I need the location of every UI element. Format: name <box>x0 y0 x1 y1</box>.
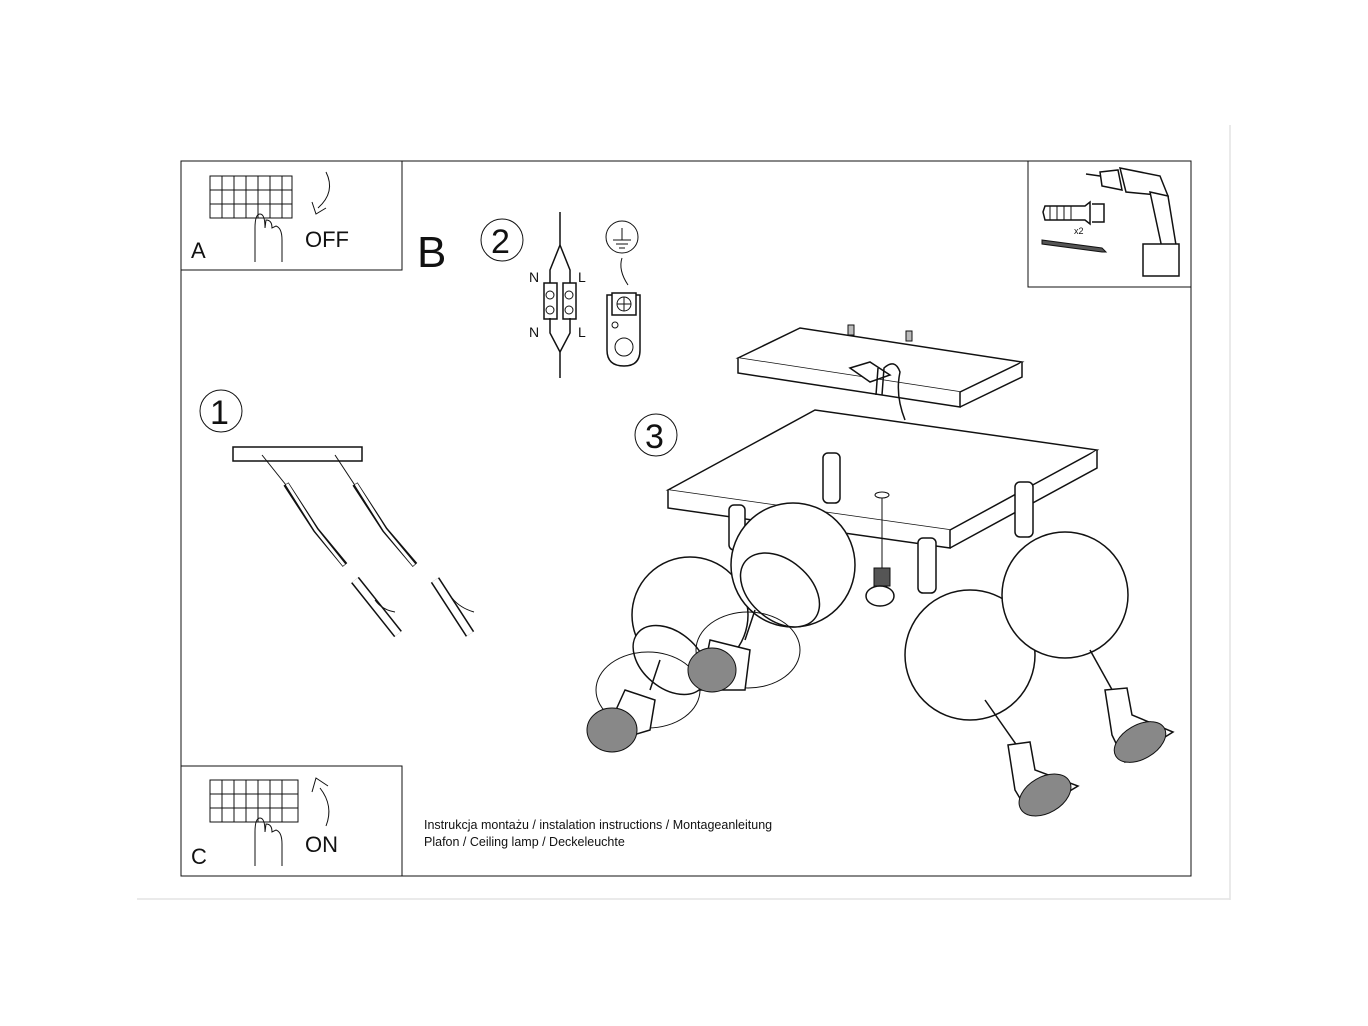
step-2-circle <box>480 218 524 262</box>
caption-line-1: Instrukcja montażu / instalation instruc… <box>424 818 773 832</box>
step-3-number: 3 <box>645 418 664 456</box>
drill-icon <box>1085 167 1180 277</box>
live-label-top: L <box>578 269 586 285</box>
hand-icon <box>254 213 283 262</box>
hand-icon <box>254 817 283 866</box>
screw-icon <box>1041 239 1108 253</box>
step-1-circle <box>199 389 243 433</box>
fuse-box-icon <box>209 175 293 219</box>
screw-and-anchor <box>334 454 475 637</box>
live-label-bottom: L <box>578 324 586 340</box>
arrow-down-icon <box>311 171 331 215</box>
caption-line-2: Plafon / Ceiling lamp / Deckeleuchte <box>424 835 625 849</box>
main-frame <box>180 160 1192 877</box>
quantity-label: x2 <box>1074 226 1084 236</box>
off-label: OFF <box>305 227 349 252</box>
mounting-plate <box>735 324 1025 421</box>
arrow-up-icon <box>311 777 330 827</box>
canopy-screw <box>865 491 895 607</box>
spotlight <box>586 504 749 753</box>
panel-c-letter: C <box>191 844 207 869</box>
ground-terminal <box>606 257 641 367</box>
screw-and-anchor <box>261 454 402 638</box>
spotlight <box>687 452 856 693</box>
step-3-circle <box>634 413 678 457</box>
wall-plug-icon <box>1042 200 1105 226</box>
panel-b-letter: B <box>417 228 446 277</box>
panel-a-letter: A <box>191 238 206 263</box>
on-label: ON <box>305 832 338 857</box>
step-1-number: 1 <box>210 394 229 432</box>
panel-c-box <box>180 765 403 877</box>
tools-box <box>1027 160 1192 288</box>
spotlight <box>1001 481 1175 764</box>
mounting-bracket <box>232 446 363 462</box>
panel-a-box <box>180 160 403 271</box>
ground-symbol-icon <box>605 220 639 254</box>
neutral-label-bottom: N <box>529 324 539 340</box>
fuse-box-icon <box>209 779 299 823</box>
terminal-block <box>543 212 577 378</box>
step-2-number: 2 <box>491 223 510 261</box>
neutral-label-top: N <box>529 269 539 285</box>
spotlight <box>904 537 1080 817</box>
